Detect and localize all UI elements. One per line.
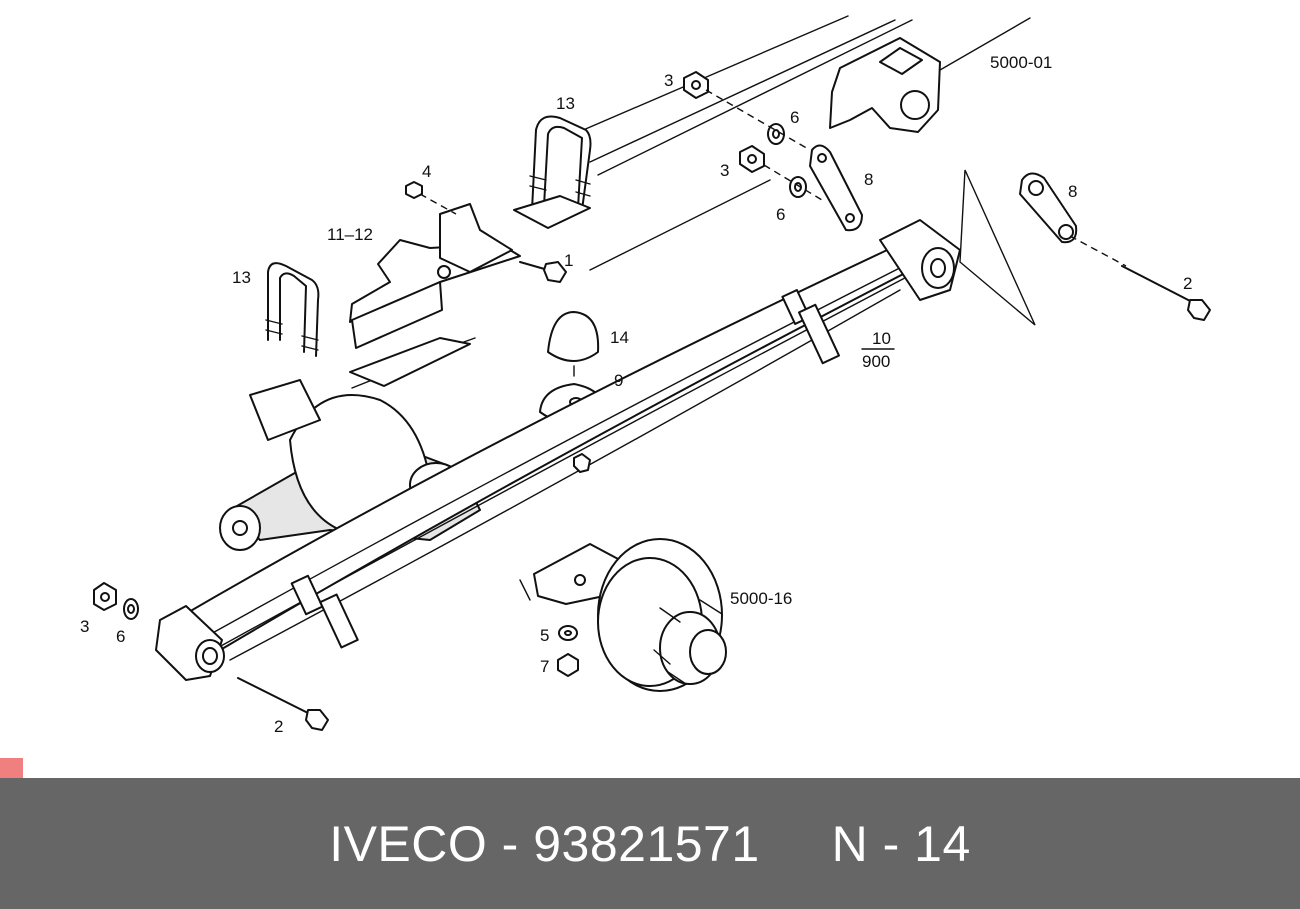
- front-hanger-bracket: [829, 17, 1031, 133]
- bolt-1: [519, 261, 567, 283]
- label-6-middle: 6: [776, 205, 785, 224]
- shackle-guide-line: [959, 169, 1036, 326]
- label-3-top: 3: [664, 71, 673, 90]
- label-14: 14: [610, 328, 629, 347]
- saddle-bracket: [349, 203, 521, 349]
- label-3-middle: 3: [720, 161, 729, 180]
- label-6-bottom: 6: [116, 627, 125, 646]
- leaf-spring: [155, 219, 961, 681]
- label-900: 900: [862, 352, 890, 371]
- bolt-2-bottom: [237, 677, 329, 731]
- nut-3-top: [683, 71, 709, 99]
- label-9: 9: [614, 371, 623, 390]
- nut-3-bottom: [93, 582, 117, 611]
- bump-stop: [547, 311, 600, 377]
- bolt-2-right: [1121, 265, 1211, 321]
- washer-6-middle: [789, 176, 807, 198]
- washer-6-top: [767, 123, 785, 145]
- label-11-12: 11–12: [327, 225, 373, 244]
- label-4: 4: [422, 162, 431, 181]
- label-8-right: 8: [1068, 182, 1077, 201]
- nut-3-middle: [739, 145, 765, 173]
- label-6-top: 6: [790, 108, 799, 127]
- corner-marker: [0, 758, 23, 778]
- washer-6-bottom: [123, 598, 139, 620]
- wheel-hub-drum: [519, 538, 727, 692]
- part-caption: IVECO - 93821571 N - 14: [329, 815, 971, 872]
- label-13-left: 13: [232, 268, 251, 287]
- label-1: 1: [564, 251, 573, 270]
- u-bolt-13-top: [513, 115, 592, 229]
- label-2-bottom: 2: [274, 717, 283, 736]
- footer-bar: IVECO - 93821571 N - 14: [0, 778, 1300, 909]
- label-7: 7: [540, 657, 549, 676]
- label-3-bottom: 3: [80, 617, 89, 636]
- label-8-left: 8: [864, 170, 873, 189]
- spring-pad-plate: [349, 337, 471, 387]
- label-5000-16: 5000-16: [730, 589, 792, 608]
- label-13-top: 13: [556, 94, 575, 113]
- nut-7: [557, 653, 579, 677]
- suspension-exploded-diagram: 5000-01 3 6 3 8 6 8 13 4 11–12 1 13 2 14…: [80, 15, 1211, 736]
- washer-5: [558, 625, 578, 641]
- label-5000-01: 5000-01: [990, 53, 1052, 72]
- label-2-right: 2: [1183, 274, 1192, 293]
- label-10: 10: [872, 329, 891, 348]
- shackle-plate-left: [809, 144, 863, 232]
- nut-4: [405, 181, 423, 199]
- shackle-plate-right: [1019, 172, 1078, 244]
- u-bolt-13-left: [265, 262, 320, 357]
- label-5: 5: [540, 626, 549, 645]
